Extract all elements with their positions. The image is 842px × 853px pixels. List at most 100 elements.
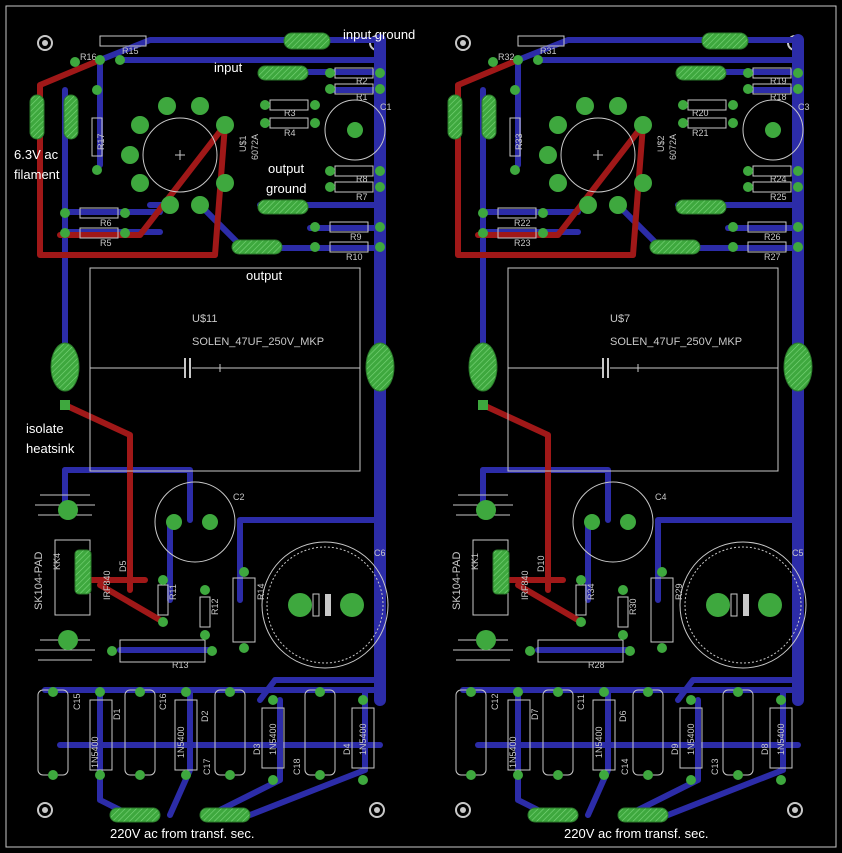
capacitor-c2-outline: [154, 481, 236, 563]
svg-text:1N5400: 1N5400: [776, 723, 786, 755]
svg-text:R34: R34: [586, 583, 596, 600]
label-output: output: [246, 268, 283, 283]
component-pads: [29, 32, 395, 823]
svg-text:R23: R23: [514, 238, 531, 248]
svg-text:R16: R16: [80, 52, 97, 62]
svg-text:R27: R27: [764, 252, 781, 262]
mosfet-right: IRF840: [520, 570, 530, 600]
svg-text:D5: D5: [118, 560, 128, 572]
left-channel-board: U$11 SOLEN_47UF_250V_MKP U$1 6072A C2 C1…: [29, 32, 395, 823]
svg-text:R18: R18: [770, 92, 787, 102]
capacitor-c1-outline: [324, 99, 386, 161]
svg-text:D2: D2: [200, 710, 210, 722]
label-output-ground-line1: output: [268, 161, 305, 176]
svg-text:R2: R2: [356, 76, 368, 86]
svg-text:D3: D3: [252, 743, 262, 755]
label-filament-line1: 6.3V ac: [14, 147, 59, 162]
film-capacitor-outline: [89, 267, 361, 472]
svg-text:C13: C13: [710, 758, 720, 775]
svg-text:R5: R5: [100, 238, 112, 248]
film-cap-ref: U$11: [192, 313, 217, 325]
svg-text:D7: D7: [530, 708, 540, 720]
svg-text:R12: R12: [210, 598, 220, 615]
svg-text:R19: R19: [770, 76, 787, 86]
heatsink-ref-right: KK1: [470, 553, 480, 570]
tube-socket-outline-right: [560, 117, 636, 193]
label-ac-right: 220V ac from transf. sec.: [564, 826, 709, 841]
svg-text:C11: C11: [576, 694, 586, 710]
svg-text:1N5400: 1N5400: [268, 723, 278, 755]
svg-text:R9: R9: [350, 232, 362, 242]
capacitor-c3-outline: [742, 99, 804, 161]
svg-text:R25: R25: [770, 192, 787, 202]
svg-text:C18: C18: [292, 758, 302, 775]
svg-text:1N5400: 1N5400: [358, 723, 368, 755]
svg-text:R33: R33: [514, 133, 524, 150]
capacitor-c4-outline: [572, 481, 654, 563]
svg-text:C6: C6: [374, 548, 386, 558]
film-cap-ref-right: U$7: [610, 313, 630, 325]
svg-text:R3: R3: [284, 108, 296, 118]
label-isolate-line1: isolate: [26, 421, 64, 436]
top-copper-traces: [37, 57, 228, 623]
right-channel-board: U$7 SOLEN_47UF_250V_MKP U$2 6072A C4 C3 …: [447, 32, 813, 823]
label-output-ground-line2: ground: [266, 181, 306, 196]
svg-text:R22: R22: [514, 218, 531, 228]
resistor-outlines-right: [497, 35, 792, 663]
svg-text:1N5400: 1N5400: [176, 726, 186, 758]
label-isolate-line2: heatsink: [26, 441, 75, 456]
svg-text:C1: C1: [380, 102, 392, 112]
tube-ref-right: U$2: [656, 135, 666, 152]
label-input-ground: input ground: [343, 27, 415, 42]
svg-text:C5: C5: [792, 548, 804, 558]
svg-text:R28: R28: [588, 660, 605, 670]
svg-text:R32: R32: [498, 52, 515, 62]
tube-socket-outline: [142, 117, 218, 193]
svg-text:C4: C4: [655, 492, 667, 502]
tube-type-right: 6072A: [668, 134, 678, 160]
tube-ref: U$1: [238, 135, 248, 152]
svg-text:R14: R14: [256, 583, 266, 600]
svg-text:R7: R7: [356, 192, 368, 202]
svg-text:R21: R21: [692, 128, 709, 138]
svg-text:R30: R30: [628, 598, 638, 615]
svg-text:R24: R24: [770, 174, 787, 184]
film-cap-value-right: SOLEN_47UF_250V_MKP: [610, 336, 742, 348]
svg-text:C3: C3: [798, 102, 810, 112]
svg-text:R17: R17: [96, 133, 106, 150]
svg-text:D8: D8: [760, 743, 770, 755]
svg-text:C14: C14: [620, 758, 630, 775]
svg-text:R29: R29: [674, 583, 684, 600]
svg-text:C17: C17: [202, 758, 212, 775]
capacitor-c5-outline: [679, 541, 807, 669]
top-copper-traces-right: [455, 57, 646, 623]
svg-text:R26: R26: [764, 232, 781, 242]
label-input: input: [214, 60, 243, 75]
svg-text:D6: D6: [618, 710, 628, 722]
svg-text:R13: R13: [172, 660, 189, 670]
svg-text:C16: C16: [158, 693, 168, 710]
film-cap-value: SOLEN_47UF_250V_MKP: [192, 336, 324, 348]
board-outline: [5, 5, 837, 848]
component-pads-right: [447, 32, 813, 823]
film-capacitor-outline-right: [507, 267, 779, 472]
tube-type: 6072A: [250, 134, 260, 160]
svg-text:R11: R11: [168, 584, 178, 600]
svg-text:C15: C15: [72, 693, 82, 710]
svg-text:C12: C12: [490, 693, 500, 710]
label-ac-left: 220V ac from transf. sec.: [110, 826, 255, 841]
heatsink-part: SK104-PAD: [33, 551, 45, 610]
heatsink-ref: KK4: [52, 553, 62, 570]
psu-refs: C15 D1 C16 D2 C17 D3 C18 D4 1N5400 1N540…: [72, 693, 368, 775]
svg-text:D10: D10: [536, 555, 546, 572]
svg-text:R15: R15: [122, 46, 139, 56]
svg-text:1N5400: 1N5400: [508, 736, 518, 768]
mosfet: IRF840: [102, 570, 112, 600]
svg-text:C2: C2: [233, 492, 245, 502]
svg-text:1N5400: 1N5400: [594, 726, 604, 758]
svg-text:R1: R1: [356, 92, 368, 102]
svg-text:1N5400: 1N5400: [90, 736, 100, 768]
